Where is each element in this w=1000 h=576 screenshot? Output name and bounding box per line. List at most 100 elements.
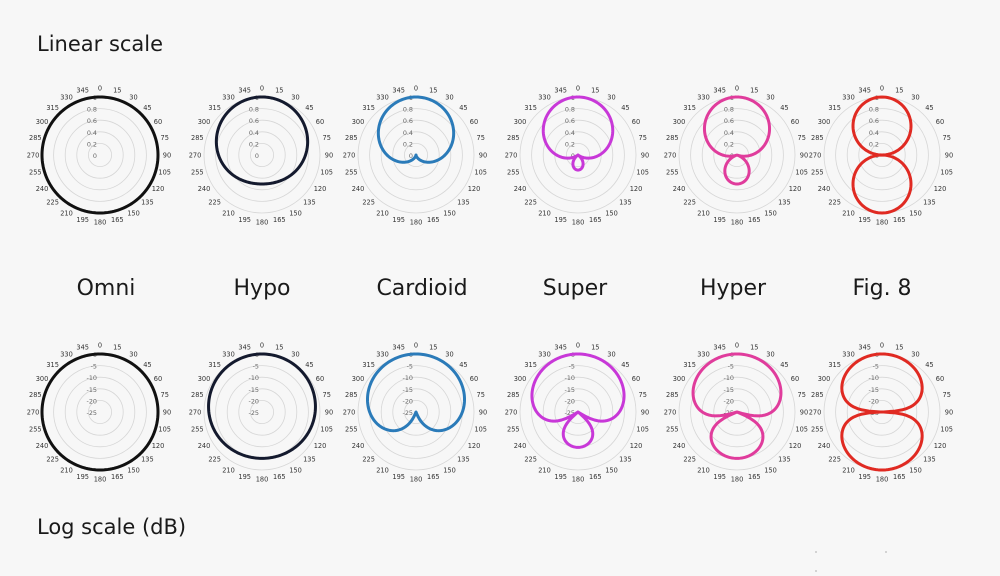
angle-tick-label: 60	[791, 375, 799, 383]
angle-tick-label: 225	[683, 199, 696, 207]
angle-tick-label: 270	[505, 151, 518, 159]
angle-tick-label: 240	[673, 185, 686, 193]
grid-ring	[215, 108, 309, 202]
angle-tick-label: 315	[362, 104, 375, 112]
angle-tick-label: 135	[303, 456, 316, 464]
angle-tick-label: 195	[858, 473, 871, 481]
angle-tick-label: 0	[735, 341, 739, 349]
angle-tick-label: 60	[632, 375, 640, 383]
grid-ring	[215, 365, 309, 459]
angle-tick-label: 240	[198, 442, 211, 450]
radial-tick-label: -15	[403, 386, 413, 394]
angle-tick-label: 120	[630, 185, 643, 193]
radial-tick-label: -5	[728, 363, 734, 371]
radial-tick-label: 0.8	[724, 106, 734, 114]
grid-ring	[76, 131, 124, 179]
angle-tick-label: 345	[76, 87, 89, 95]
angle-tick-label: 120	[934, 442, 947, 450]
angle-tick-label: 45	[780, 361, 788, 369]
angle-tick-label: 330	[538, 350, 551, 358]
angle-tick-label: 330	[842, 93, 855, 101]
radial-tick-label: -10	[403, 374, 413, 382]
radial-tick-label: 0.8	[249, 106, 259, 114]
angle-tick-label: 345	[392, 344, 405, 352]
grid-ring	[531, 365, 625, 459]
angle-tick-label: 255	[507, 426, 520, 434]
grid-ring	[53, 108, 147, 202]
radial-tick-label: 0.4	[87, 129, 97, 137]
pattern-curve-super	[541, 95, 615, 172]
angle-tick-label: 210	[222, 209, 235, 217]
angle-tick-label: 270	[27, 151, 40, 159]
angle-tick-label: 315	[362, 361, 375, 369]
angle-tick-label: 315	[683, 361, 696, 369]
angle-tick-label: 120	[789, 442, 802, 450]
angle-tick-label: 15	[895, 87, 903, 95]
angle-tick-label: 105	[795, 169, 808, 177]
angle-tick-label: 285	[345, 134, 358, 142]
angle-tick-label: 90	[945, 408, 953, 416]
angle-tick-label: 105	[320, 169, 333, 177]
grid-ring	[369, 108, 463, 202]
angle-tick-label: 210	[842, 466, 855, 474]
angle-tick-label: 90	[479, 151, 487, 159]
angle-tick-label: 135	[619, 199, 632, 207]
radial-tick-label: -25	[249, 409, 259, 417]
angle-tick-label: 300	[352, 118, 365, 126]
angle-tick-label: 165	[748, 216, 761, 224]
angle-tick-label: 45	[143, 361, 151, 369]
radial-tick-label: 0.8	[869, 106, 879, 114]
pattern-curve-cardioid	[376, 95, 456, 164]
grid-ring	[238, 131, 286, 179]
radial-tick-label: 0.6	[869, 117, 879, 125]
angle-tick-label: 135	[619, 456, 632, 464]
angle-tick-label: 210	[842, 209, 855, 217]
angle-tick-label: 90	[641, 408, 649, 416]
angle-tick-label: 45	[925, 104, 933, 112]
radial-tick-label: -10	[87, 374, 97, 382]
angle-tick-label: 285	[666, 391, 679, 399]
angle-tick-label: 30	[445, 350, 453, 358]
angle-tick-label: 45	[305, 104, 313, 112]
angle-tick-label: 150	[764, 466, 777, 474]
angle-tick-label: 165	[427, 216, 440, 224]
angle-tick-label: 300	[352, 375, 365, 383]
radial-tick-label: -10	[249, 374, 259, 382]
angle-tick-label: 180	[876, 218, 889, 226]
angle-tick-label: 240	[198, 185, 211, 193]
angle-tick-label: 315	[46, 104, 59, 112]
angle-tick-label: 210	[376, 466, 389, 474]
angle-tick-label: 225	[362, 456, 375, 464]
angle-tick-label: 165	[893, 473, 906, 481]
angle-tick-label: 225	[524, 456, 537, 464]
angle-tick-label: 255	[811, 426, 824, 434]
angle-tick-label: 60	[154, 375, 162, 383]
angle-tick-label: 165	[893, 216, 906, 224]
angle-tick-label: 300	[673, 118, 686, 126]
angle-tick-label: 135	[457, 199, 470, 207]
angle-tick-label: 270	[27, 408, 40, 416]
angle-tick-label: 15	[895, 344, 903, 352]
angle-tick-label: 210	[376, 209, 389, 217]
radial-tick-label: 0.6	[565, 117, 575, 125]
angle-tick-label: 75	[798, 391, 806, 399]
angle-tick-label: 150	[764, 209, 777, 217]
angle-tick-label: 180	[94, 218, 107, 226]
angle-tick-label: 45	[305, 361, 313, 369]
angle-tick-label: 90	[800, 151, 808, 159]
angle-tick-label: 225	[828, 199, 841, 207]
angle-tick-label: 0	[880, 341, 884, 349]
grid-ring	[554, 388, 602, 436]
angle-tick-label: 90	[163, 408, 171, 416]
angle-tick-label: 345	[554, 87, 567, 95]
angle-tick-label: 150	[605, 209, 618, 217]
angle-tick-label: 345	[858, 87, 871, 95]
grid-ring	[87, 142, 113, 168]
angle-tick-label: 285	[507, 134, 520, 142]
grid-ring	[690, 108, 784, 202]
